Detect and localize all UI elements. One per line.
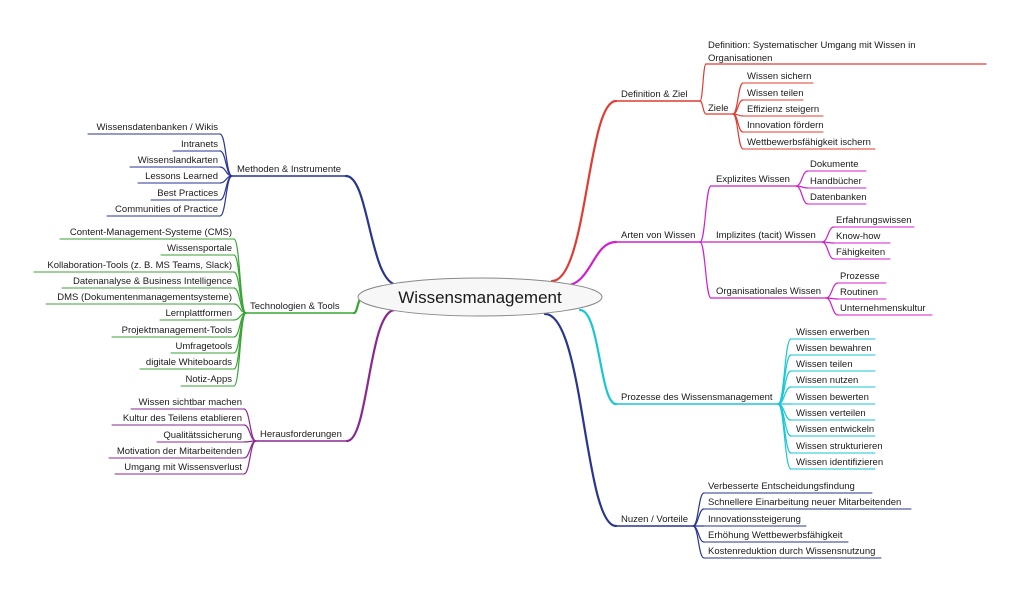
prozess-item[interactable]: Wissen erwerben	[796, 327, 869, 338]
link-nutzen-item	[692, 525, 705, 559]
herausforderungen-item[interactable]: Umgang mit Wissensverlust	[124, 462, 242, 473]
arten-group-label[interactable]: Explizites Wissen	[716, 174, 790, 185]
link-arten-item	[821, 241, 835, 260]
methoden-item[interactable]: Wissensdatenbanken / Wikis	[97, 122, 219, 133]
nutzen-item[interactable]: Erhöhung Wettbewerbsfähigkeit	[708, 530, 843, 541]
methoden-item[interactable]: Best Practices	[157, 188, 218, 199]
ziel-item[interactable]: Wissen teilen	[747, 88, 804, 99]
herausforderungen-item[interactable]: Kultur des Teilens etablieren	[123, 413, 242, 424]
branch-connector-prozesse	[578, 308, 618, 406]
technologien-item[interactable]: Umfragetools	[176, 341, 233, 352]
arten-item[interactable]: Handbücher	[810, 176, 862, 187]
herausforderungen-item[interactable]: Qualitätssicherung	[163, 430, 242, 441]
prozess-item[interactable]: Wissen verteilen	[796, 408, 866, 419]
prozess-item[interactable]: Wissen identifizieren	[796, 457, 883, 468]
technologien-item[interactable]: Wissensportale	[167, 243, 232, 254]
link-ziele	[699, 100, 707, 115]
methoden-item[interactable]: Wissenslandkarten	[138, 155, 218, 166]
arten-item[interactable]: Prozesse	[840, 271, 880, 282]
link-arten-item	[821, 226, 835, 243]
definition-text-line-2: Organisationen	[708, 53, 772, 64]
link-arten-group	[699, 241, 712, 299]
link-arten-item	[825, 282, 839, 299]
prozess-item[interactable]: Wissen strukturieren	[796, 441, 883, 452]
link-technologien-item	[233, 312, 247, 370]
arten-item[interactable]: Know-how	[836, 231, 880, 242]
technologien-item[interactable]: Kollaboration-Tools (z. B. MS Teams, Sla…	[47, 260, 232, 271]
node-prozesse[interactable]: Prozesse des Wissensmanagement	[621, 392, 773, 403]
technologien-item[interactable]: Lernplattformen	[165, 308, 232, 319]
herausforderungen-item[interactable]: Motivation der Mitarbeitenden	[117, 446, 242, 457]
arten-group-label[interactable]: Organisationales Wissen	[716, 286, 821, 297]
nutzen-item[interactable]: Kostenreduktion durch Wissensnutzung	[708, 546, 875, 557]
link-prozess-item	[777, 403, 792, 470]
arten-item[interactable]: Fähigkeiten	[836, 247, 885, 258]
technologien-item[interactable]: Datenanalyse & Business Intelligence	[73, 276, 232, 287]
mind-map-labels: Definition & Ziel Definition: Systematisc…	[47, 40, 925, 557]
node-herausforderungen[interactable]: Herausforderungen	[260, 429, 342, 440]
link-methoden-item	[219, 175, 233, 217]
prozess-item[interactable]: Wissen teilen	[796, 359, 853, 370]
branch-connector-nutzen	[543, 312, 618, 528]
prozess-item[interactable]: Wissen nutzen	[796, 375, 858, 386]
link-arten-item	[795, 185, 809, 205]
link-definition-text	[699, 63, 707, 102]
node-technologien[interactable]: Technologien & Tools	[250, 301, 340, 312]
node-nutzen[interactable]: Nuzen / Vorteile	[621, 514, 688, 525]
branch-connector-herausforderungen	[345, 308, 397, 443]
branch-connector-arten	[561, 240, 618, 288]
ziel-item[interactable]: Innovation fördern	[747, 120, 824, 131]
central-topic-label: Wissensmanagement	[398, 288, 562, 307]
node-definition-ziel[interactable]: Definition & Ziel	[621, 89, 688, 100]
nutzen-item[interactable]: Verbesserte Entscheidungsfindung	[708, 481, 855, 492]
link-ziel-item	[732, 113, 744, 150]
arten-item[interactable]: Unternehmenskultur	[840, 303, 926, 314]
methoden-item[interactable]: Intranets	[181, 139, 218, 150]
link-arten-item	[795, 170, 809, 187]
arten-item[interactable]: Dokumente	[810, 159, 859, 170]
node-ziele[interactable]: Ziele	[708, 103, 729, 114]
branch-connector-methoden	[344, 174, 400, 287]
technologien-item[interactable]: digitale Whiteboards	[146, 357, 232, 368]
central-topic[interactable]: Wissensmanagement	[357, 277, 603, 317]
nutzen-item[interactable]: Schnellere Einarbeitung neuer Mitarbeite…	[708, 497, 901, 508]
technologien-item[interactable]: Notiz-Apps	[186, 374, 233, 385]
arten-item[interactable]: Routinen	[840, 287, 878, 298]
link-technologien-item	[233, 312, 247, 387]
node-methoden[interactable]: Methoden & Instrumente	[237, 164, 341, 175]
arten-item[interactable]: Erfahrungswissen	[836, 215, 912, 226]
prozess-item[interactable]: Wissen entwickeln	[796, 424, 874, 435]
methoden-item[interactable]: Lessons Learned	[145, 171, 218, 182]
link-arten-item	[825, 297, 839, 316]
prozess-item[interactable]: Wissen bewahren	[796, 343, 872, 354]
arten-item[interactable]: Datenbanken	[810, 192, 867, 203]
node-arten-von-wissen[interactable]: Arten von Wissen	[621, 230, 695, 241]
herausforderungen-item[interactable]: Wissen sichtbar machen	[139, 397, 242, 408]
ziel-item[interactable]: Effizienz steigern	[747, 104, 819, 115]
mind-map-connectors	[33, 63, 987, 559]
central-topic-ellipse	[357, 277, 603, 317]
link-herausforderungen-item	[243, 440, 257, 475]
technologien-item[interactable]: Projektmanagement-Tools	[122, 325, 233, 336]
technologien-item[interactable]: DMS (Dokumentenmanagementsysteme)	[57, 292, 232, 303]
branch-connector-definition	[550, 99, 618, 283]
ziel-item[interactable]: Wettbewerbsfähigkeit ischern	[747, 137, 871, 148]
link-methoden-item	[219, 133, 233, 177]
methoden-item[interactable]: Communities of Practice	[115, 204, 218, 215]
nutzen-item[interactable]: Innovationssteigerung	[708, 514, 801, 525]
arten-group-label[interactable]: Implizites (tacit) Wissen	[716, 230, 816, 241]
link-arten-group	[699, 185, 712, 243]
definition-text-line-1: Definition: Systematischer Umgang mit Wi…	[708, 40, 916, 51]
link-ziel-item	[732, 82, 744, 115]
ziel-item[interactable]: Wissen sichern	[747, 71, 811, 82]
technologien-item[interactable]: Content-Management-Systeme (CMS)	[70, 227, 232, 238]
prozess-item[interactable]: Wissen bewerten	[796, 392, 869, 403]
